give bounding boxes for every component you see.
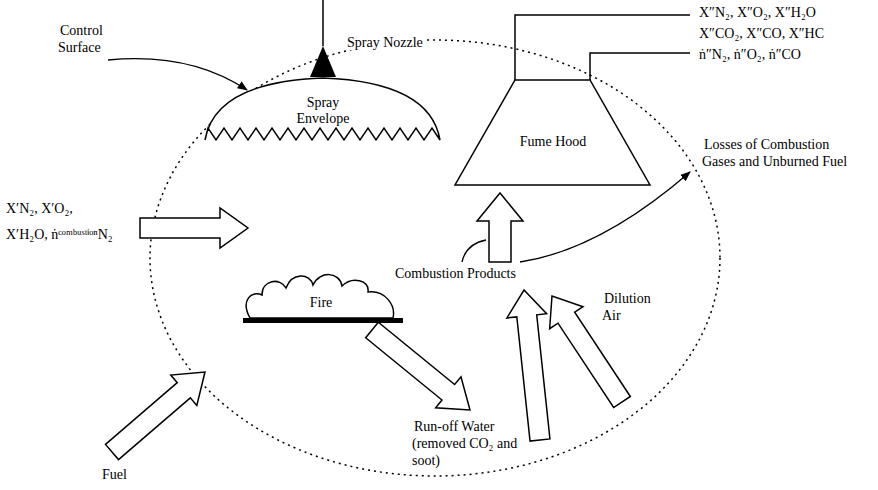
- process-node: Fume Hood: [518, 134, 588, 150]
- annotation-label: X′H₂O, ṅᶜᵒᵐᵇᵘˢᵗⁱᵒⁿN₂: [4, 227, 115, 242]
- dilution-air-arrow: [507, 290, 550, 441]
- node-label: Fire: [291, 295, 351, 311]
- spray-envelope-shape: [205, 78, 440, 140]
- supply-pipe: [322, 0, 324, 46]
- fuel-arrow: [105, 372, 205, 460]
- annotation-label: Fuel: [100, 467, 129, 482]
- fume-hood-shape: [455, 80, 650, 185]
- spray-nozzle: [310, 46, 336, 77]
- annotation-label: Control Surface: [58, 23, 103, 55]
- annotation-label: X″CO₂, X″CO, X″HC: [697, 26, 826, 41]
- annotation-label: Spray Nozzle: [345, 35, 425, 50]
- annotation-label: Dilution Air: [602, 291, 651, 323]
- process-node: Spray Envelope: [283, 95, 363, 127]
- process-node: Fire: [291, 295, 351, 311]
- exhaust-duct: [515, 15, 690, 80]
- inlet-arrow: [140, 208, 248, 248]
- annotation-label: X″N₂, X″O₂, X″H₂O: [697, 5, 818, 20]
- control-surface: [150, 40, 720, 476]
- annotation-label: Combustion Products: [393, 266, 518, 281]
- combustion-products-arrow: [477, 193, 523, 262]
- losses-arrow: [520, 172, 690, 262]
- node-label: Fume Hood: [518, 134, 588, 150]
- node-label: Spray Envelope: [283, 95, 363, 127]
- annotation-label: Run-off Water (removed CO₂ and soot): [412, 419, 517, 468]
- exhaust-duct: [590, 53, 690, 80]
- flow-line: [462, 240, 486, 262]
- leader-line: [108, 59, 247, 90]
- runoff-arrow: [366, 322, 470, 410]
- annotation-label: ṅ″N₂, ṅ″O₂, ṅ″CO: [697, 47, 803, 62]
- annotation-label: X′N₂, X′O₂,: [4, 201, 75, 216]
- fire-flame: [246, 275, 393, 318]
- annotation-label: Losses of Combustion Gases and Unburned …: [702, 137, 849, 169]
